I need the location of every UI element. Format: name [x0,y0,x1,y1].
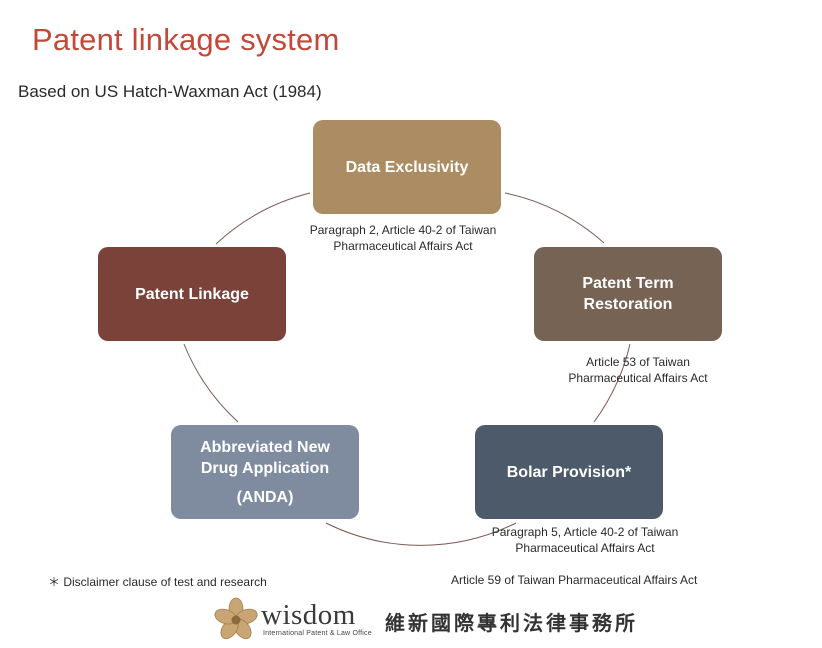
patent-term-label-line2: Restoration [583,296,673,313]
patent-term-note-line2: Pharmaceutical Affairs Act [568,371,708,385]
bolar-note-line2: Pharmaceutical Affairs Act [515,541,655,555]
logo-chinese-name: 維新國際專利法律事務所 [385,611,638,635]
ring-arc-bolar-anda [325,522,517,546]
page-title: Patent linkage system [32,22,340,57]
bolar-provision-label: Bolar Provision* [506,463,632,481]
bolar-provision-box: Bolar Provision* [475,425,663,519]
data-exclusivity-note-line1: Paragraph 2, Article 40-2 of Taiwan [309,223,497,237]
ring-arc-data-term [504,192,605,244]
disclaimer-footnote: ＊ Disclaimer clause of test and research [48,575,267,589]
logo-subtitle: International Patent & Law Office [263,630,372,637]
article-59-footnote: Article 59 of Taiwan Pharmaceutical Affa… [451,573,698,587]
patent-linkage-label: Patent Linkage [135,285,249,303]
patent-term-note-line1: Article 53 of Taiwan [586,355,690,369]
cherry-blossom-icon [214,597,258,640]
data-exclusivity-note: Paragraph 2, Article 40-2 of Taiwan Phar… [296,222,510,254]
patent-term-restoration-box: Patent Term Restoration [534,247,722,341]
patent-term-note: Article 53 of Taiwan Pharmaceutical Affa… [546,354,730,386]
anda-box: Abbreviated New Drug Application (ANDA) [171,425,359,519]
patent-term-label-line1: Patent Term [582,275,674,292]
anda-label-line1: Abbreviated New [200,438,330,456]
ring-arc-anda-link [183,343,239,423]
wisdom-logo: wisdom International Patent & Law Office… [213,597,673,643]
data-exclusivity-box: Data Exclusivity [313,120,501,214]
data-exclusivity-label: Data Exclusivity [345,158,469,176]
data-exclusivity-note-line2: Pharmaceutical Affairs Act [333,239,473,253]
bolar-note-line1: Paragraph 5, Article 40-2 of Taiwan [491,525,679,539]
ring-arc-term-bolar [593,343,631,423]
anda-label-line2: Drug Application [200,459,330,477]
page-subtitle: Based on US Hatch-Waxman Act (1984) [18,82,322,101]
anda-label-line3: (ANDA) [236,488,294,506]
ring-arc-link-data [215,192,311,245]
patent-linkage-box: Patent Linkage [98,247,286,341]
logo-wordmark: wisdom [261,599,356,631]
bolar-note: Paragraph 5, Article 40-2 of Taiwan Phar… [478,524,692,556]
